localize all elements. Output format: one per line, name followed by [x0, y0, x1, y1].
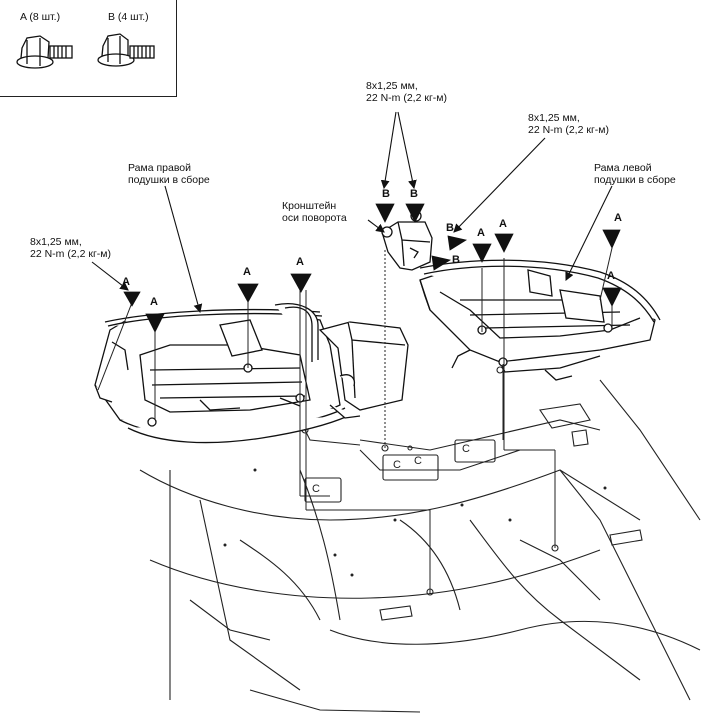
callout-lines [91, 111, 613, 314]
pivot-bracket [381, 210, 433, 271]
marker-a: A [243, 266, 251, 278]
marker-a: A [614, 212, 622, 224]
bolt-guide-lines [97, 247, 613, 594]
bolt-b-icon [97, 33, 155, 67]
torque-left-line-1: 8x1,25 мм, [30, 236, 82, 248]
dot-rivets [223, 468, 607, 577]
marker-a: A [122, 276, 130, 288]
marker-a: A [477, 227, 485, 239]
bolt-a-icon [16, 35, 73, 69]
torque-top-line-1: 8x1,25 мм, [366, 80, 418, 92]
right-frame-label: Рама правой подушки в сборе [128, 162, 210, 186]
floor-panel [139, 366, 701, 713]
torque-top-line-2: 22 N-m (2,2 кг-м) [366, 92, 447, 104]
torque-right-line-2: 22 N-m (2,2 кг-м) [528, 124, 609, 136]
marker-c: C [414, 455, 422, 467]
marker-a: A [296, 256, 304, 268]
marker-a-arrows [123, 229, 622, 333]
marker-b: B [452, 254, 460, 266]
left-cushion-frame [419, 259, 661, 381]
torque-right-line-1: 8x1,25 мм, [528, 112, 580, 124]
marker-a: A [150, 296, 158, 308]
pivot-bracket-line-1: Кронштейн [282, 200, 337, 212]
marker-a: A [499, 218, 507, 230]
marker-b: B [446, 222, 454, 234]
right-frame-line-2: подушки в сборе [128, 174, 210, 186]
left-frame-line-2: подушки в сборе [594, 174, 676, 186]
marker-b-arrows [375, 203, 468, 271]
legend-bolt-a-label: A (8 шт.) [20, 11, 61, 23]
marker-a: A [607, 270, 615, 282]
marker-c: C [393, 459, 401, 471]
left-frame-line-1: Рама левой [594, 162, 652, 174]
legend-box [0, 0, 177, 97]
marker-b: B [410, 188, 418, 200]
left-frame-label: Рама левой подушки в сборе [594, 162, 676, 186]
torque-label-right: 8x1,25 мм, 22 N-m (2,2 кг-м) [528, 112, 609, 136]
marker-c: C [312, 483, 320, 495]
torque-label-top: 8x1,25 мм, 22 N-m (2,2 кг-м) [366, 80, 447, 104]
pivot-bracket-label: Кронштейн оси поворота [282, 200, 347, 224]
right-cushion-frame [94, 303, 409, 444]
torque-left-line-2: 22 N-m (2,2 кг-м) [30, 248, 111, 260]
right-frame-line-1: Рама правой [128, 162, 191, 174]
marker-c: C [462, 443, 470, 455]
marker-b: B [382, 188, 390, 200]
pivot-bracket-line-2: оси поворота [282, 212, 347, 224]
torque-label-left: 8x1,25 мм, 22 N-m (2,2 кг-м) [30, 236, 111, 260]
legend-bolt-b-label: B (4 шт.) [108, 11, 149, 23]
